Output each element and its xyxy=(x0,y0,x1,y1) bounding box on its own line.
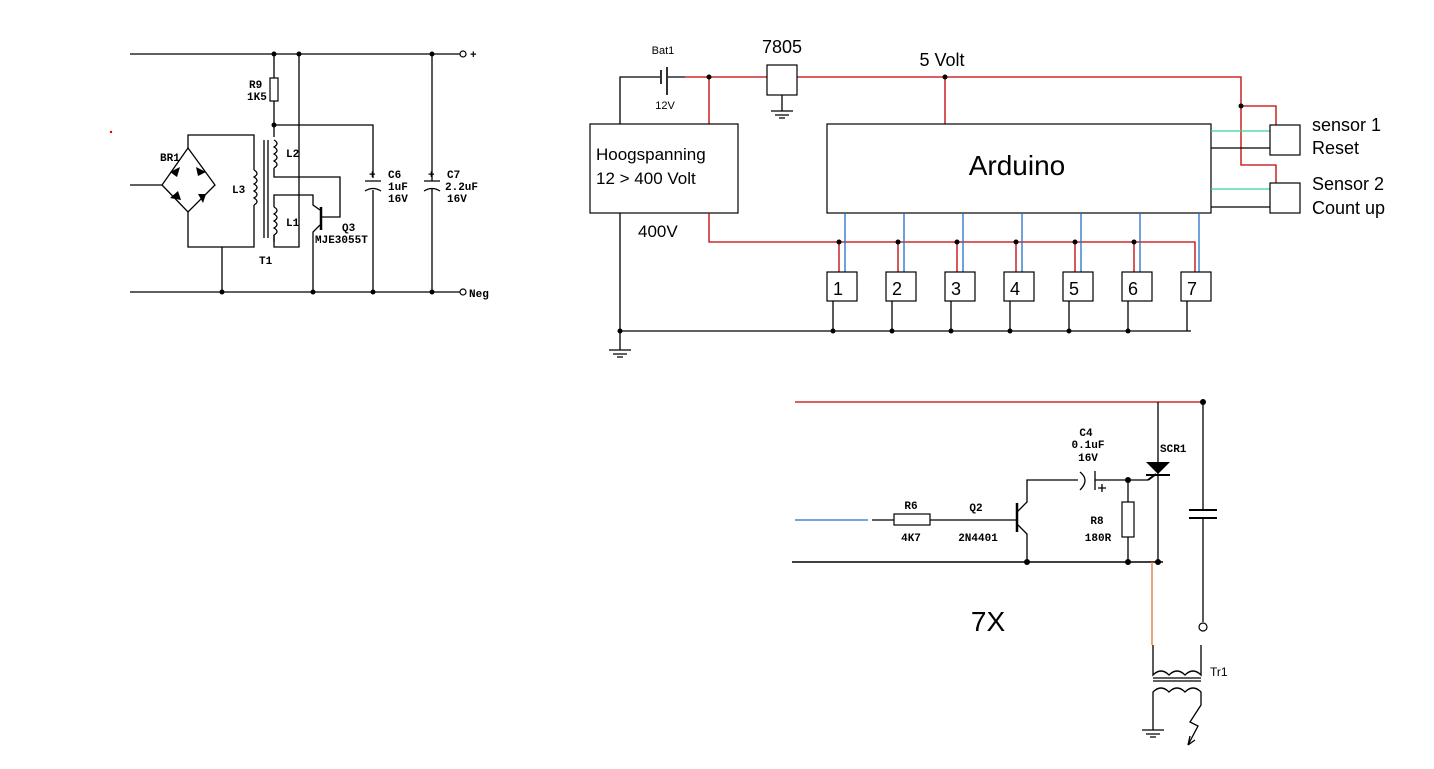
junction-dot xyxy=(836,239,842,245)
c4-label: C4 xyxy=(1079,428,1093,440)
r6-label: R6 xyxy=(904,501,917,513)
neg-label: Neg xyxy=(469,289,489,301)
capacitor-c4 xyxy=(1079,471,1106,492)
junction-dot xyxy=(830,328,836,334)
output-module-label: 7 xyxy=(1187,279,1197,299)
t1-label: T1 xyxy=(259,256,273,268)
arduino-label: Arduino xyxy=(969,150,1066,181)
output-module-label: 2 xyxy=(892,279,902,299)
output-module-6 xyxy=(1121,271,1153,302)
c7-value: 2.2uF xyxy=(445,182,478,194)
output-capacitor xyxy=(1189,509,1217,519)
c6-voltage: 16V xyxy=(388,194,408,206)
output-module-2 xyxy=(885,271,917,302)
output-module-label: 4 xyxy=(1010,279,1020,299)
output-module-label: 5 xyxy=(1069,279,1079,299)
q2-label: Q2 xyxy=(969,503,982,515)
resistor-r9 xyxy=(269,77,279,102)
hv-box-line1: Hoogspanning xyxy=(596,145,706,164)
q3-part: MJE3055T xyxy=(315,235,368,247)
sensor1-function: Reset xyxy=(1312,138,1359,158)
transformer-tr1 xyxy=(1142,645,1202,746)
battery-bat1 xyxy=(660,67,668,95)
capacitor-c6 xyxy=(364,180,382,192)
r8-label: R8 xyxy=(1090,516,1104,528)
transformer-core xyxy=(263,140,269,238)
output-module-label: 6 xyxy=(1128,279,1138,299)
r9-value: 1K5 xyxy=(247,92,267,104)
output-module-5 xyxy=(1062,271,1094,302)
sensor2-box xyxy=(1269,182,1301,214)
tr1-label: Tr1 xyxy=(1210,665,1228,679)
junction-dot xyxy=(895,239,901,245)
coil-l2 xyxy=(272,139,278,169)
r6-value: 4K7 xyxy=(901,533,921,545)
multiplier-label: 7X xyxy=(971,606,1006,637)
q3-label: Q3 xyxy=(342,223,356,235)
arduino-box xyxy=(826,123,1212,214)
regulator-label: 7805 xyxy=(762,37,802,57)
bat1-label: Bat1 xyxy=(652,45,675,57)
junction-dot xyxy=(948,328,954,334)
bat1-voltage: 12V xyxy=(655,100,675,112)
sensor2-label: Sensor 2 xyxy=(1312,174,1384,194)
c7-voltage: 16V xyxy=(447,194,467,206)
sensor1-box xyxy=(1269,124,1301,156)
sensor2-function: Count up xyxy=(1312,198,1385,218)
sensor1-label: sensor 1 xyxy=(1312,115,1381,135)
output-module-4 xyxy=(1003,271,1035,302)
q2-part: 2N4401 xyxy=(958,533,998,545)
junction-dot xyxy=(954,239,960,245)
output-module-label: 3 xyxy=(951,279,961,299)
coil-l1 xyxy=(272,206,278,242)
output-module-3 xyxy=(944,271,976,302)
hv-box-line2: 12 > 400 Volt xyxy=(596,169,696,188)
svg-text:+: + xyxy=(369,170,376,182)
output-module-label: 1 xyxy=(833,279,843,299)
junction-dot xyxy=(1125,328,1131,334)
l1-label: L1 xyxy=(286,218,300,230)
svg-text:+: + xyxy=(428,170,435,182)
resistor-r6 xyxy=(893,513,931,526)
output-modules: 1 2 3 4 5 6 7 xyxy=(826,213,1212,334)
scr1 xyxy=(1146,462,1170,474)
power-supply-circuit: + Neg R9 1K5 L2 L1 L3 T1 Q3 MJE3055T BR1… xyxy=(109,50,489,301)
five-volt-label: 5 Volt xyxy=(919,50,964,70)
resistor-r8 xyxy=(1121,501,1135,538)
c6-value: 1uF xyxy=(388,182,408,194)
br1-label: BR1 xyxy=(160,153,180,165)
output-module-1 xyxy=(826,271,858,302)
neg-terminal xyxy=(459,288,467,296)
c4-voltage: 16V xyxy=(1078,453,1098,465)
l2-label: L2 xyxy=(286,149,299,161)
r8-value: 180R xyxy=(1085,533,1112,545)
coil-l3 xyxy=(252,169,258,206)
scr1-label: SCR1 xyxy=(1160,444,1187,456)
junction-dot xyxy=(889,328,895,334)
c7-label: C7 xyxy=(447,170,460,182)
l3-label: L3 xyxy=(232,185,246,197)
plus-label: + xyxy=(470,50,477,62)
high-voltage-box xyxy=(589,123,739,214)
regulator-7805 xyxy=(766,64,798,96)
junction-dot xyxy=(1131,239,1137,245)
junction-dot xyxy=(1013,239,1019,245)
junction-dot xyxy=(1066,328,1072,334)
hv-output-label: 400V xyxy=(638,222,678,241)
driver-circuit: R6 4K7 Q2 2N4401 C4 0.1uF 16V R8 180R SC… xyxy=(792,399,1228,746)
block-diagram: Bat1 12V 7805 5 Volt Hoogspanning 12 > 4… xyxy=(589,37,1385,358)
output-module-7 xyxy=(1180,271,1212,302)
c4-value: 0.1uF xyxy=(1071,440,1104,452)
junction-dot xyxy=(1072,239,1078,245)
r9-label: R9 xyxy=(249,80,262,92)
capacitor-c7 xyxy=(423,54,441,292)
c6-label: C6 xyxy=(388,170,401,182)
output-terminal xyxy=(1198,622,1208,632)
plus-terminal xyxy=(459,50,467,58)
junction-dot xyxy=(1007,328,1013,334)
